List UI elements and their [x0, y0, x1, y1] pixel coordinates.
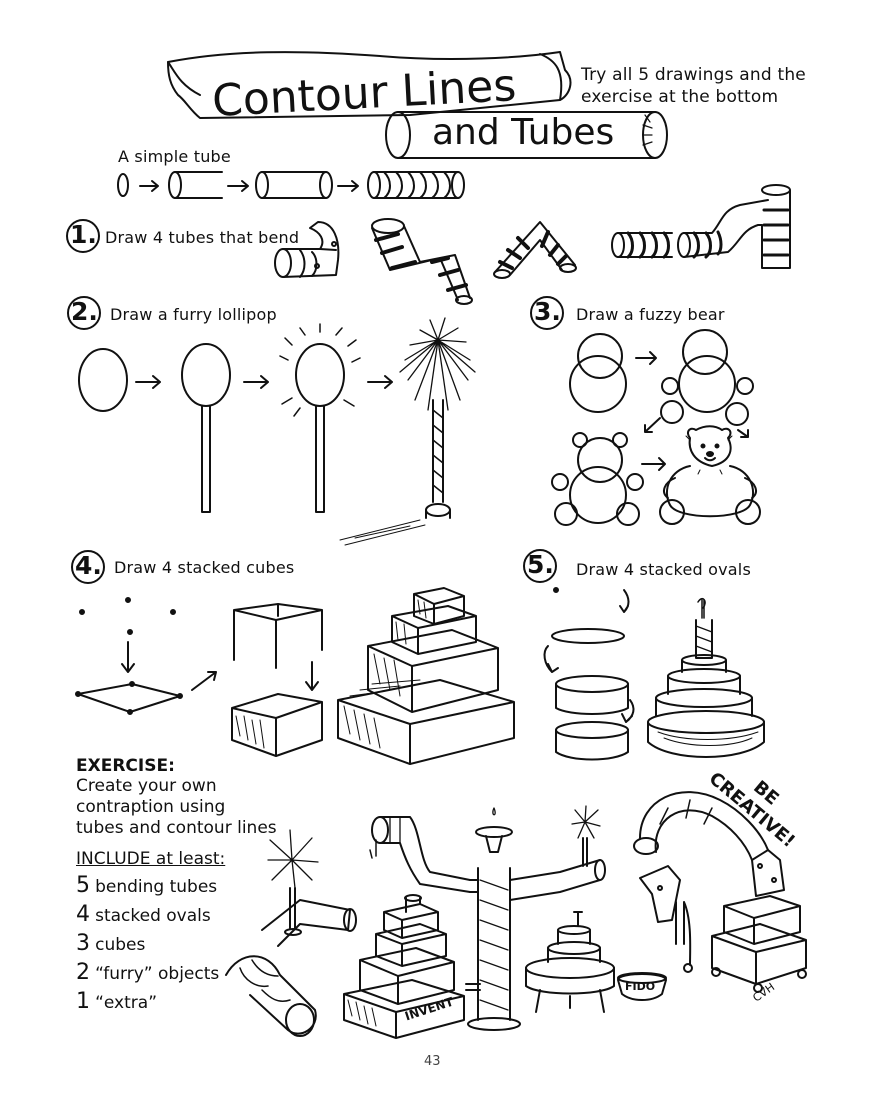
step5-label: Draw 4 stacked ovals	[576, 560, 751, 579]
step4-label: Draw 4 stacked cubes	[114, 558, 295, 577]
exercise-line-1: Create your own	[76, 776, 217, 796]
list-item: 1 “extra”	[76, 988, 336, 1017]
title-tube	[385, 111, 668, 159]
step2-circle	[67, 296, 101, 330]
page-subtitle: and Tubes	[432, 112, 615, 153]
page-number: 43	[424, 1054, 441, 1069]
fido-label: FIDO	[625, 980, 656, 993]
step2-number: 2.	[71, 297, 98, 326]
simple-tube-sequence	[117, 171, 465, 199]
include-heading: INCLUDE at least:	[76, 849, 226, 869]
cubes-sequence	[75, 587, 515, 765]
ovals-sequence	[543, 587, 765, 761]
instructions-text: Try all 5 drawings and the exercise at t…	[581, 64, 821, 108]
step5-circle	[523, 549, 557, 583]
step1-number: 1.	[70, 220, 97, 249]
step2-label: Draw a furry lollipop	[110, 305, 277, 324]
step4-circle	[71, 550, 105, 584]
exercise-heading: EXERCISE:	[76, 756, 175, 776]
exercise-line-2: contraption using	[76, 797, 226, 817]
item-count: 2	[76, 960, 90, 985]
step4-number: 4.	[75, 551, 102, 580]
bear-sequence	[551, 329, 761, 526]
step1-circle	[66, 219, 100, 253]
contraption-drawing	[225, 791, 807, 1039]
list-item: 2 “furry” objects	[76, 959, 336, 988]
simple-tube-label: A simple tube	[118, 147, 231, 166]
exercise-block: EXERCISE: Create your own contraption us…	[76, 756, 336, 1017]
item-text: “extra”	[95, 993, 158, 1013]
step3-number: 3.	[534, 297, 561, 326]
item-count: 1	[76, 989, 90, 1014]
item-count: 4	[76, 902, 90, 927]
instructions-body: Try all 5 drawings and the exercise at t…	[581, 65, 806, 107]
list-item: 5 bending tubes	[76, 872, 336, 901]
item-count: 3	[76, 931, 90, 956]
item-text: cubes	[95, 935, 146, 955]
exercise-line-3: tubes and contour lines	[76, 818, 277, 838]
bent-tubes	[274, 184, 791, 305]
step3-circle	[530, 296, 564, 330]
step3-label: Draw a fuzzy bear	[576, 305, 725, 324]
lollipop-sequence	[78, 317, 476, 546]
title-banner	[167, 51, 572, 119]
item-count: 5	[76, 873, 90, 898]
list-item: 4 stacked ovals	[76, 901, 336, 930]
list-item: 3 cubes	[76, 930, 336, 959]
item-text: “furry” objects	[95, 964, 220, 984]
item-text: bending tubes	[95, 877, 218, 897]
include-list: 5 bending tubes 4 stacked ovals 3 cubes …	[76, 872, 336, 1017]
step5-number: 5.	[527, 550, 554, 579]
item-text: stacked ovals	[95, 906, 211, 926]
step1-label: Draw 4 tubes that bend	[105, 228, 300, 247]
